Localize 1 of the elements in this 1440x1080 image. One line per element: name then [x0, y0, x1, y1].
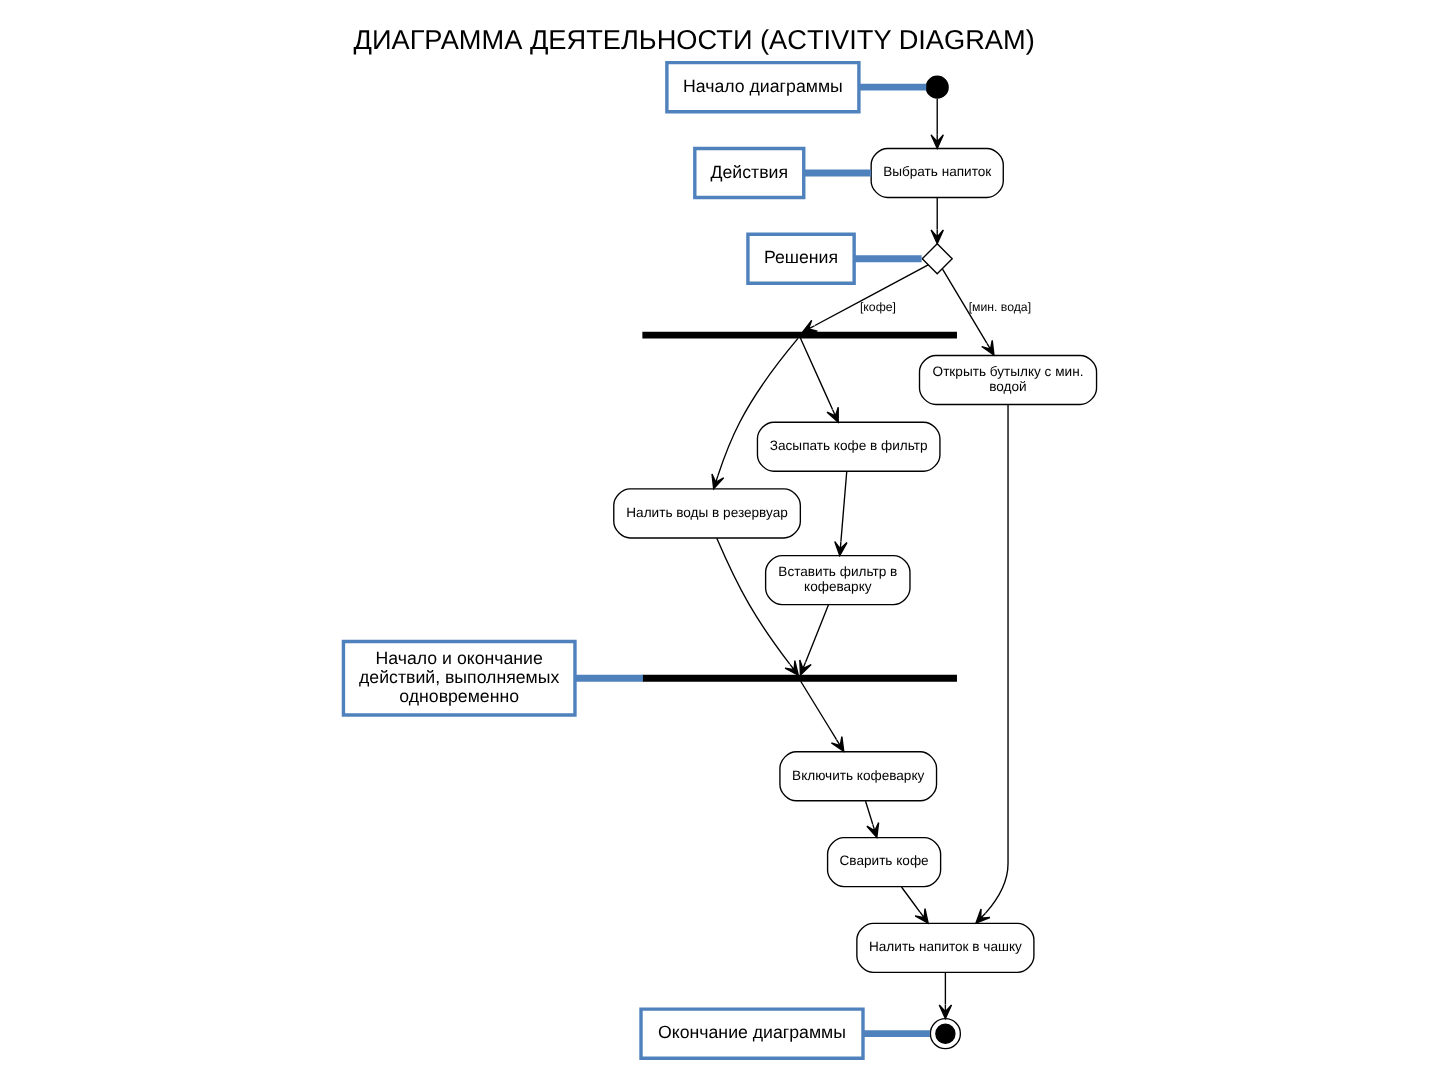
- diagram-title: ДИАГРАММА ДЕЯТЕЛЬНОСТИ (ACTIVITY DIAGRAM): [353, 25, 1035, 56]
